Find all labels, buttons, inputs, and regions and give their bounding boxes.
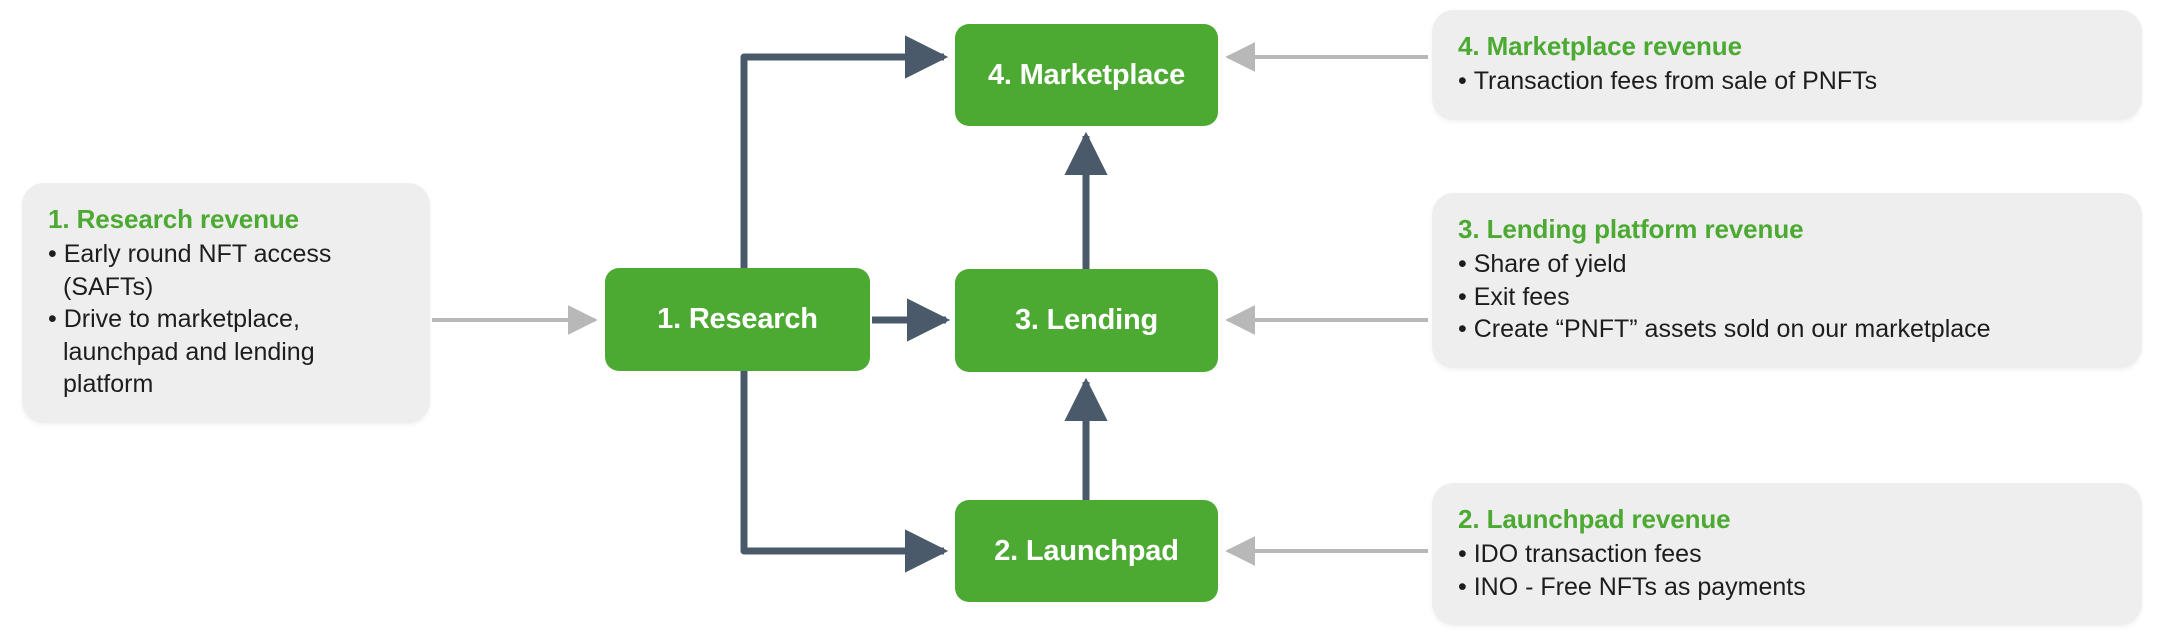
list-item: Share of yield [1458, 248, 2116, 281]
card-research-revenue: 1. Research revenue Early round NFT acce… [22, 183, 430, 423]
card-lending-platform-revenue: 3. Lending platform revenue Share of yie… [1432, 193, 2142, 368]
node-marketplace-label: 4. Marketplace [987, 58, 1186, 91]
list-item: Create “PNFT” assets sold on our marketp… [1458, 313, 2116, 346]
node-research[interactable]: 1. Research [605, 268, 870, 371]
list-item: IDO transaction fees [1458, 538, 2116, 571]
card-research-revenue-list: Early round NFT access (SAFTs) Drive to … [48, 238, 404, 401]
list-item: Transaction fees from sale of PNFTs [1458, 65, 2116, 98]
node-marketplace[interactable]: 4. Marketplace [955, 24, 1218, 126]
card-lending-platform-revenue-list: Share of yield Exit fees Create “PNFT” a… [1458, 248, 2116, 346]
list-item: Drive to marketplace, launchpad and lend… [48, 303, 404, 401]
list-item: Exit fees [1458, 281, 2116, 314]
card-launchpad-revenue: 2. Launchpad revenue IDO transaction fee… [1432, 483, 2142, 626]
node-launchpad-label: 2. Launchpad [994, 534, 1179, 567]
card-launchpad-revenue-list: IDO transaction fees INO - Free NFTs as … [1458, 538, 2116, 603]
card-launchpad-revenue-title: 2. Launchpad revenue [1458, 504, 1731, 534]
card-lending-platform-revenue-title: 3. Lending platform revenue [1458, 214, 1804, 244]
node-research-label: 1. Research [657, 303, 818, 335]
list-item: INO - Free NFTs as payments [1458, 571, 2116, 604]
card-research-revenue-title: 1. Research revenue [48, 204, 300, 234]
node-launchpad[interactable]: 2. Launchpad [955, 500, 1218, 602]
node-lending-label: 3. Lending [1014, 304, 1158, 336]
connector-research-to-marketplace [740, 35, 949, 320]
card-marketplace-revenue-list: Transaction fees from sale of PNFTs [1458, 65, 2116, 98]
list-item: Early round NFT access (SAFTs) [48, 238, 404, 303]
connector-research-to-launchpad [740, 320, 949, 573]
node-lending[interactable]: 3. Lending [955, 269, 1218, 372]
card-marketplace-revenue-title: 4. Marketplace revenue [1458, 31, 1742, 61]
card-marketplace-revenue: 4. Marketplace revenue Transaction fees … [1432, 10, 2142, 120]
